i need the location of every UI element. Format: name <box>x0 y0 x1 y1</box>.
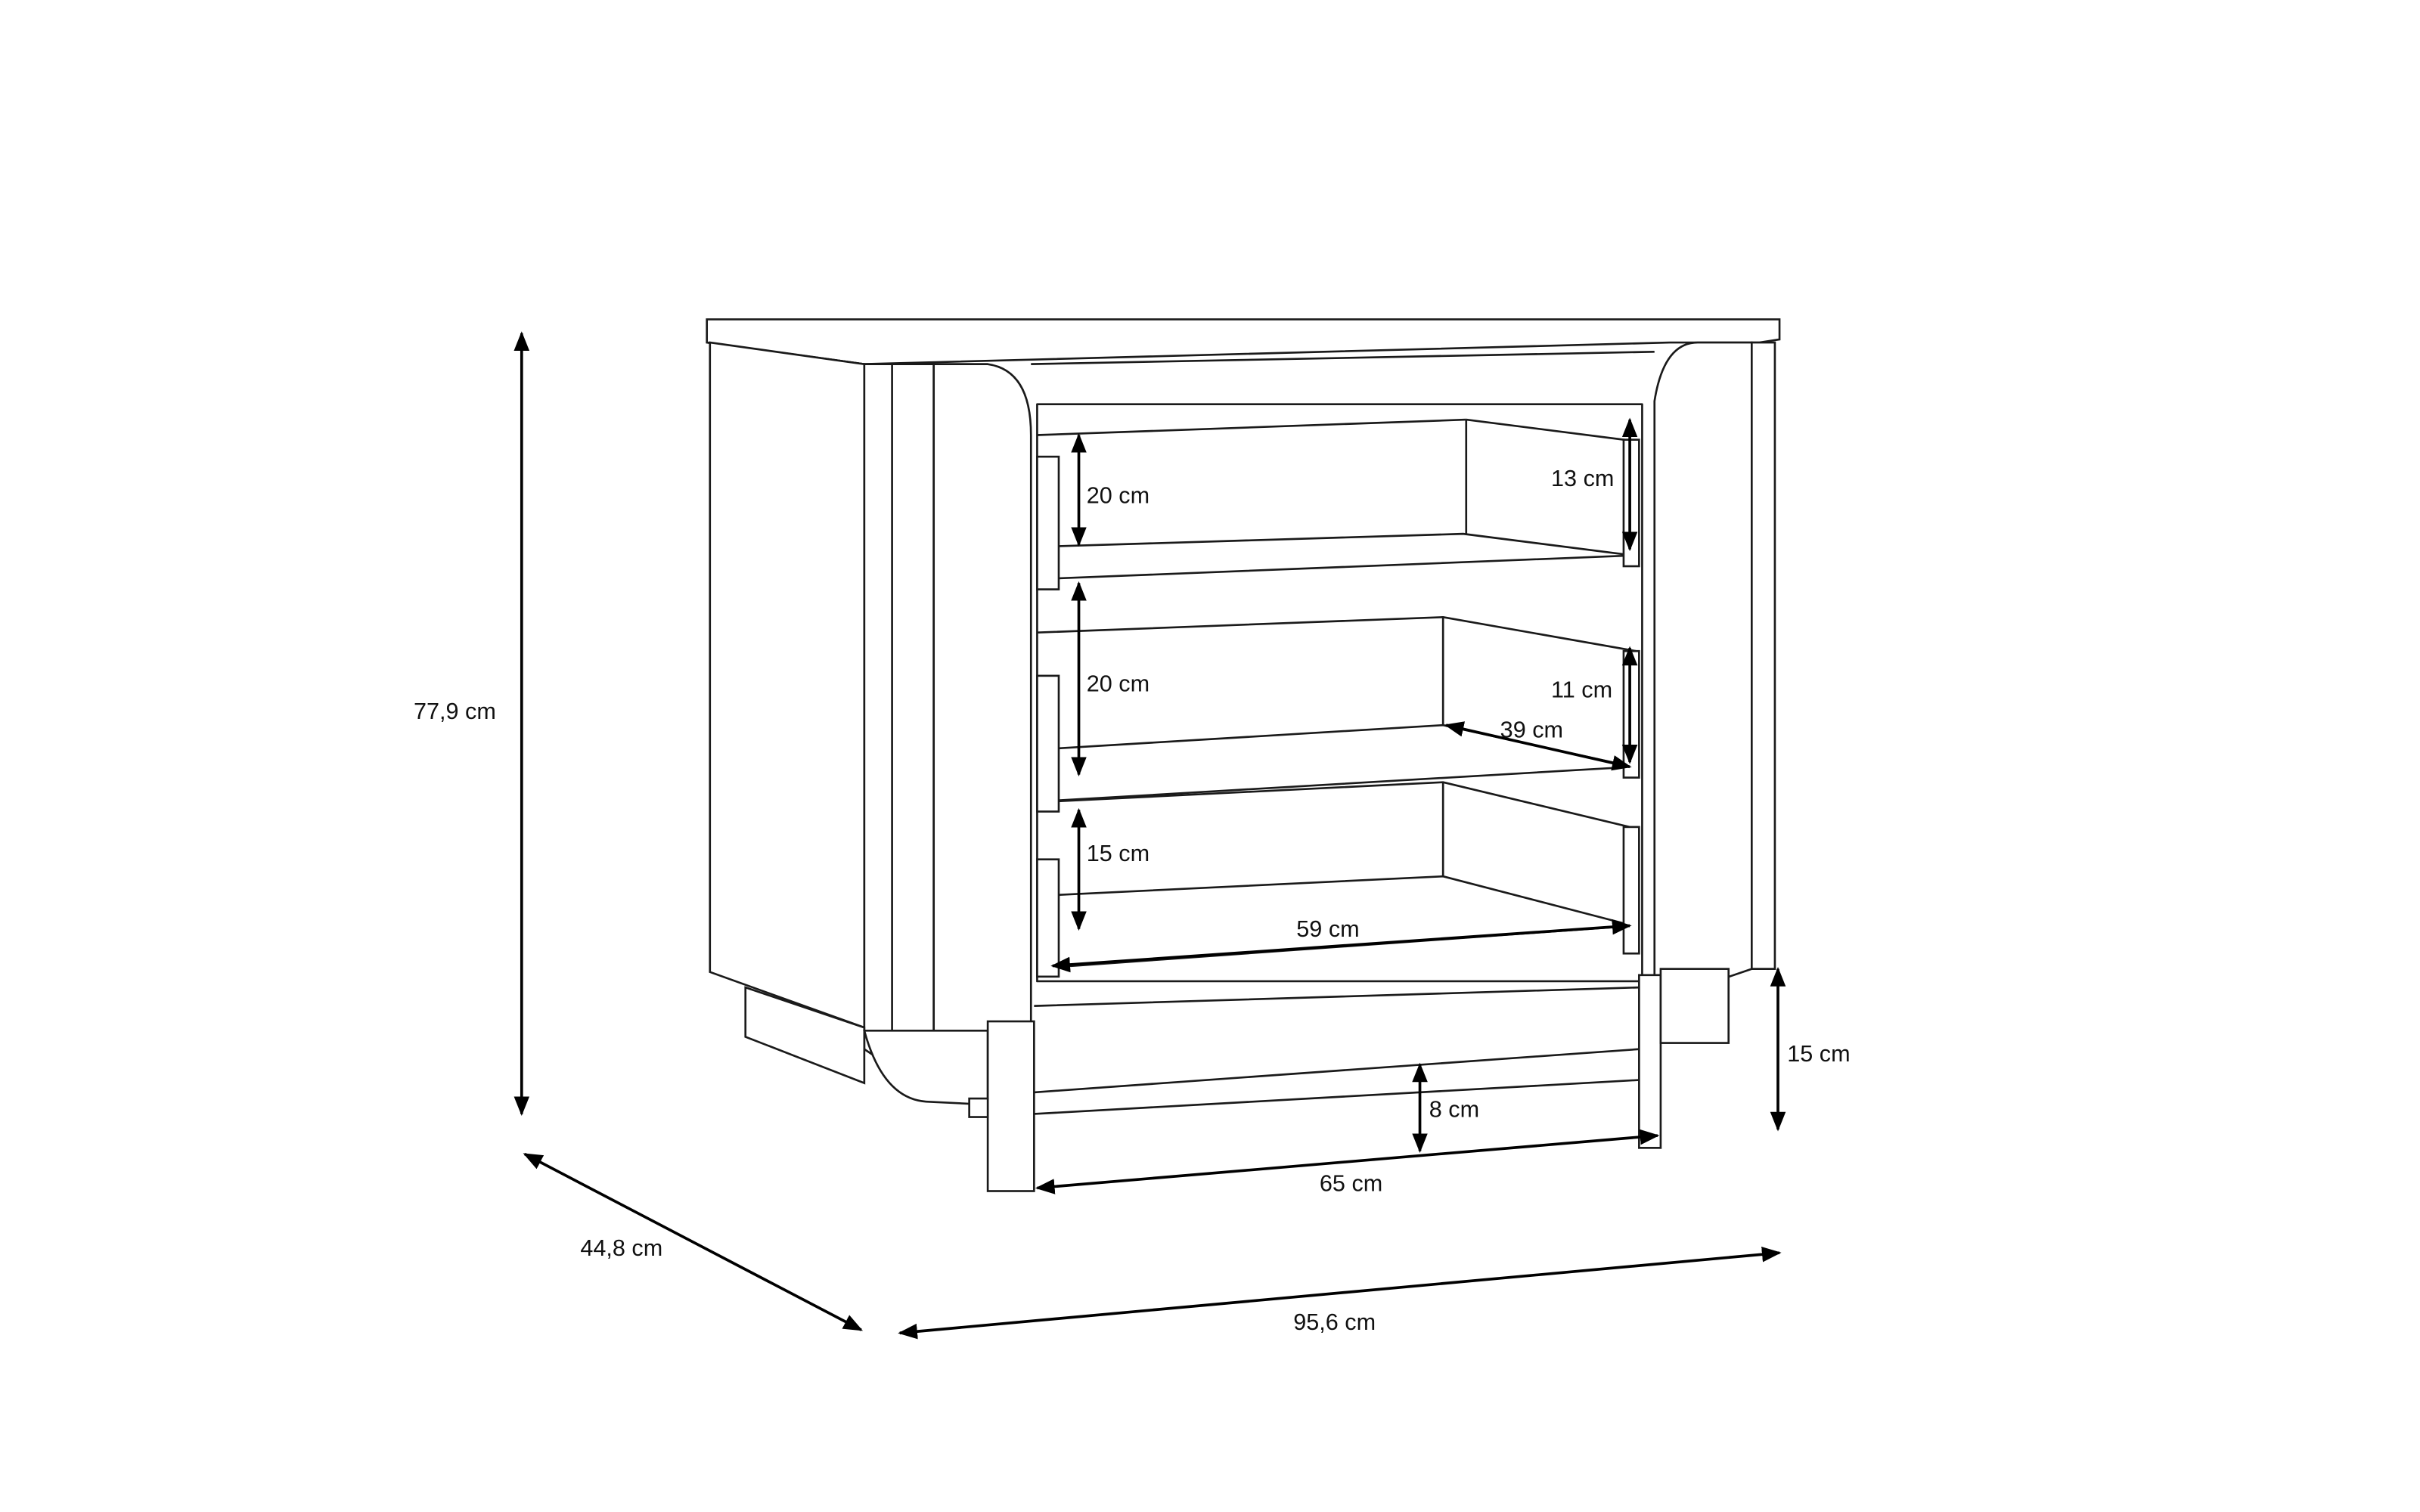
label-shelf-depth: 39 cm <box>1500 717 1563 743</box>
label-plinth-width: 65 cm <box>1320 1171 1382 1197</box>
label-bottom-compartment-height: 15 cm <box>1087 841 1150 866</box>
dimension-lines <box>513 331 1786 1340</box>
shelf-middle <box>1037 616 1637 802</box>
label-depth: 44,8 cm <box>580 1235 662 1261</box>
label-plinth-clearance: 8 cm <box>1429 1097 1479 1123</box>
label-right-middle-height: 11 cm <box>1551 677 1612 702</box>
label-leg-height: 15 cm <box>1787 1041 1850 1067</box>
label-inner-width: 59 cm <box>1296 916 1359 942</box>
label-width: 95,6 cm <box>1293 1309 1376 1335</box>
cabinet-body <box>706 318 1781 1192</box>
label-height-total: 77,9 cm <box>414 699 496 724</box>
label-middle-compartment-height: 20 cm <box>1087 671 1150 696</box>
label-top-compartment-height: 20 cm <box>1087 482 1150 508</box>
label-right-upper-height: 13 cm <box>1551 466 1614 491</box>
